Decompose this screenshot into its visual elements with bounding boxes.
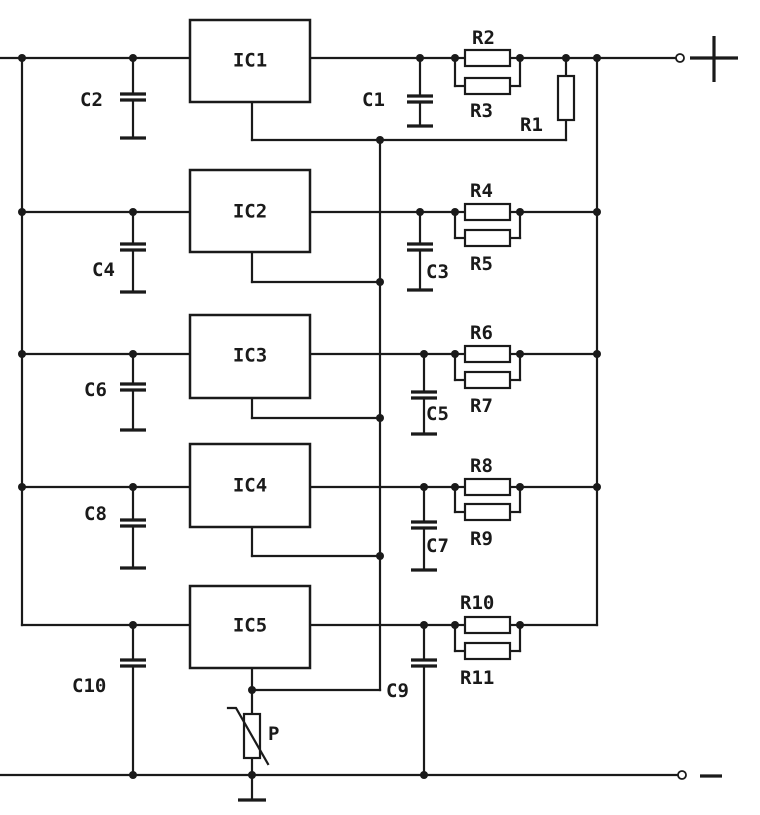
component-labels: C2 C1 R2 R3 R1 C4 C3 R4 R5 C6 C5 R6 R7 C…: [72, 27, 543, 745]
c2-label: C2: [80, 89, 103, 111]
c3-label: C3: [426, 261, 449, 283]
ic3-label: IC3: [233, 345, 267, 367]
ic4-label: IC4: [233, 475, 267, 497]
c9-label: C9: [386, 680, 409, 702]
potentiometer-p: [226, 706, 270, 802]
ic2-label: IC2: [233, 201, 267, 223]
ic1: IC1: [188, 18, 312, 104]
negative-terminal: −: [677, 770, 722, 780]
r6-label: R6: [470, 322, 493, 344]
r3-label: R3: [470, 100, 493, 122]
r2-label: R2: [472, 27, 495, 49]
positive-terminal: +: [675, 36, 738, 82]
ic5-label: IC5: [233, 615, 267, 637]
r1-label: R1: [520, 114, 543, 136]
c7-label: C7: [426, 535, 449, 557]
c8-label: C8: [84, 503, 107, 525]
r10-label: R10: [460, 592, 494, 614]
ic4: IC4: [188, 442, 312, 529]
p-label: P: [268, 723, 279, 745]
capacitor-plates: [120, 92, 437, 668]
r5-label: R5: [470, 253, 493, 275]
ic3: IC3: [188, 313, 312, 400]
resistors: [463, 48, 576, 661]
r7-label: R7: [470, 395, 493, 417]
ic2: IC2: [188, 168, 312, 254]
r8-label: R8: [470, 455, 493, 477]
r4-label: R4: [470, 180, 493, 202]
junction-dots: [18, 54, 601, 779]
r11-label: R11: [460, 667, 494, 689]
ic5: IC5: [188, 584, 312, 670]
ic1-label: IC1: [233, 50, 267, 72]
r9-label: R9: [470, 528, 493, 550]
c5-label: C5: [426, 403, 449, 425]
c10-label: C10: [72, 675, 106, 697]
c1-label: C1: [362, 89, 385, 111]
c6-label: C6: [84, 379, 107, 401]
c4-label: C4: [92, 259, 115, 281]
